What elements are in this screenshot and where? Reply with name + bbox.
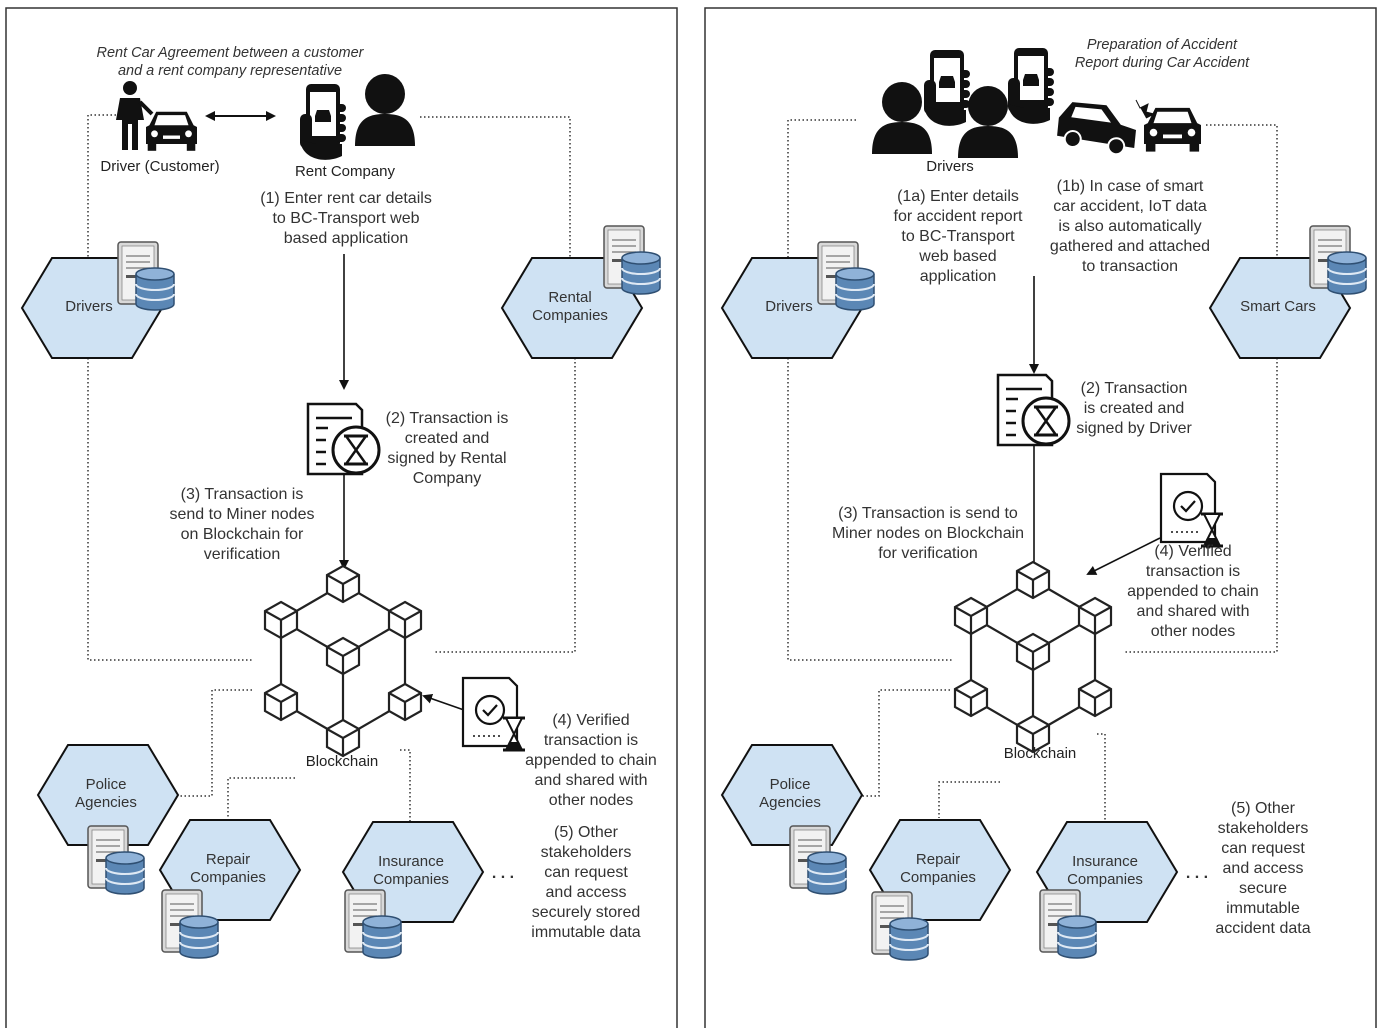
driver-customer-label: Driver (Customer) (100, 158, 220, 175)
step5-text: (5) Other stakeholders can request and a… (531, 824, 641, 941)
left-panel-border (5, 7, 678, 1028)
server-database-icon (1309, 225, 1367, 295)
insurance-companies-label-right: Insurance Companies (1067, 853, 1143, 888)
rent-company-label: Rent Company (294, 163, 396, 180)
drivers-node-label-right: Drivers (765, 298, 813, 315)
verified-transaction-icon (1159, 472, 1225, 548)
driver-person-icon (872, 82, 932, 154)
police-agencies-label: Police Agencies (75, 776, 137, 811)
right-caption: Preparation of Accident Report during Ca… (1074, 37, 1250, 71)
driver-with-car-icon (116, 81, 197, 151)
smart-cars-label: Smart Cars (1240, 298, 1316, 315)
step1b-text: (1b) In case of smart car accident, IoT … (1049, 178, 1211, 275)
blockchain-label: Blockchain (305, 753, 379, 770)
car-crash-icon (1057, 99, 1201, 156)
right-dotted-connectors (787, 119, 1278, 822)
phone-in-hand-icon (300, 84, 346, 160)
right-panel-border (704, 7, 1377, 1028)
phone-in-hand-icon (924, 50, 970, 126)
step4-text: (4) Verified transaction is appended to … (525, 712, 657, 809)
drivers-node-label: Drivers (65, 298, 113, 315)
step2-text: (2) Transaction is created and signed by… (385, 410, 509, 487)
server-database-icon (603, 225, 661, 295)
more-stakeholders-ellipsis: . . . (491, 865, 515, 882)
transaction-document-icon (996, 373, 1071, 447)
step5-text-right: (5) Other stakeholders can request and a… (1215, 800, 1311, 937)
blockchain-network-icon (955, 562, 1111, 752)
phone-in-hand-icon (1008, 48, 1054, 124)
left-caption: Rent Car Agreement between a customer an… (96, 45, 364, 79)
repair-companies-label-right: Repair Companies (900, 851, 976, 886)
rental-companies-label: Rental Companies (532, 289, 608, 324)
left-dotted-connectors (87, 114, 576, 822)
step3-text-right: (3) Transaction is send to Miner nodes o… (831, 505, 1025, 562)
drivers-label: Drivers (926, 158, 974, 175)
blockchain-network-icon (265, 566, 421, 756)
transaction-document-icon (306, 402, 381, 476)
more-stakeholders-ellipsis-right: . . . (1185, 865, 1209, 882)
step2-text-right: (2) Transaction is created and signed by… (1076, 380, 1192, 437)
repair-companies-label: Repair Companies (190, 851, 266, 886)
blockchain-label-right: Blockchain (1003, 745, 1077, 762)
rent-company-person-icon (355, 74, 415, 146)
police-agencies-label-right: Police Agencies (759, 776, 821, 811)
step1-text: (1) Enter rent car details to BC-Transpo… (260, 190, 432, 247)
step4-arrow (422, 693, 465, 711)
insurance-companies-label: Insurance Companies (373, 853, 449, 888)
step3-text: (3) Transaction is send to Miner nodes o… (169, 486, 315, 563)
step1a-text: (1a) Enter details for accident report t… (893, 188, 1023, 285)
step4-arrow-right (1086, 537, 1161, 575)
step4-text-right: (4) Verified transaction is appended to … (1127, 543, 1259, 640)
